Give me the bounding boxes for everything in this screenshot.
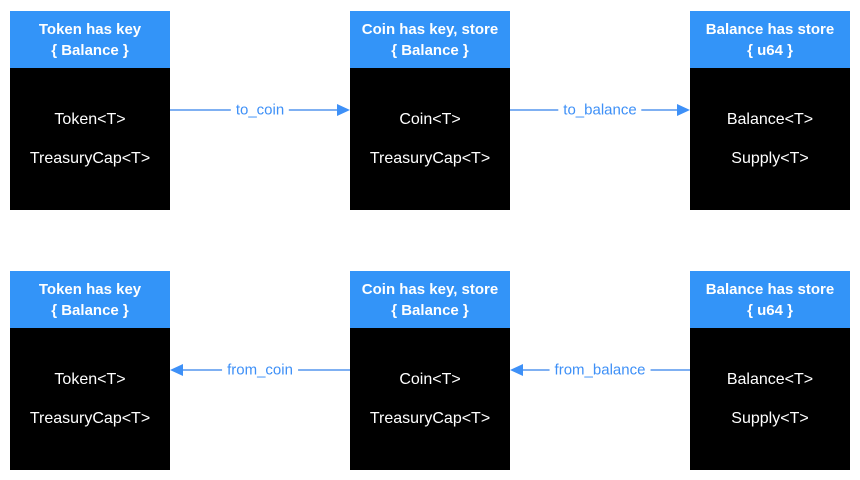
node-title: Coin has key, store bbox=[361, 20, 499, 38]
arrowhead-left-icon bbox=[170, 364, 183, 376]
node-header: Balance has store { u64 } bbox=[690, 11, 850, 68]
arrow-label: to_coin bbox=[230, 101, 290, 119]
node-coin-top[interactable]: Coin has key, store { Balance } Coin<T> … bbox=[350, 11, 510, 210]
node-coin-bottom[interactable]: Coin has key, store { Balance } Coin<T> … bbox=[350, 271, 510, 470]
arrow-from-balance[interactable]: from_balance bbox=[510, 360, 690, 380]
arrowhead-right-icon bbox=[677, 104, 690, 116]
node-body: Balance<T> Supply<T> bbox=[690, 68, 850, 210]
node-subtitle: { Balance } bbox=[51, 301, 129, 319]
node-header: Coin has key, store { Balance } bbox=[350, 271, 510, 328]
node-header: Token has key { Balance } bbox=[10, 271, 170, 328]
arrow-label: from_balance bbox=[549, 361, 651, 379]
node-balance-bottom[interactable]: Balance has store { u64 } Balance<T> Sup… bbox=[690, 271, 850, 470]
node-field: Coin<T> bbox=[399, 111, 461, 128]
node-subtitle: { Balance } bbox=[391, 41, 469, 59]
node-subtitle: { u64 } bbox=[747, 41, 793, 59]
node-balance-top[interactable]: Balance has store { u64 } Balance<T> Sup… bbox=[690, 11, 850, 210]
node-field: Balance<T> bbox=[726, 111, 814, 128]
node-header: Token has key { Balance } bbox=[10, 11, 170, 68]
node-field: TreasuryCap<T> bbox=[369, 410, 491, 427]
node-field: Token<T> bbox=[54, 111, 126, 128]
node-field: Supply<T> bbox=[731, 150, 809, 167]
node-subtitle: { Balance } bbox=[51, 41, 129, 59]
node-title: Coin has key, store bbox=[361, 280, 499, 298]
node-field: TreasuryCap<T> bbox=[29, 150, 151, 167]
node-body: Coin<T> TreasuryCap<T> bbox=[350, 68, 510, 210]
arrowhead-right-icon bbox=[337, 104, 350, 116]
node-field: TreasuryCap<T> bbox=[369, 150, 491, 167]
node-title: Token has key bbox=[38, 280, 142, 298]
node-field: Token<T> bbox=[54, 371, 126, 388]
node-field: Balance<T> bbox=[726, 371, 814, 388]
arrowhead-left-icon bbox=[510, 364, 523, 376]
node-header: Coin has key, store { Balance } bbox=[350, 11, 510, 68]
node-title: Token has key bbox=[38, 20, 142, 38]
node-field: Coin<T> bbox=[399, 371, 461, 388]
arrow-to-balance[interactable]: to_balance bbox=[510, 100, 690, 120]
node-field: Supply<T> bbox=[731, 410, 809, 427]
node-subtitle: { Balance } bbox=[391, 301, 469, 319]
node-body: Coin<T> TreasuryCap<T> bbox=[350, 328, 510, 470]
node-token-bottom[interactable]: Token has key { Balance } Token<T> Treas… bbox=[10, 271, 170, 470]
node-title: Balance has store bbox=[705, 280, 835, 298]
node-body: Token<T> TreasuryCap<T> bbox=[10, 68, 170, 210]
arrow-from-coin[interactable]: from_coin bbox=[170, 360, 350, 380]
arrow-label: from_coin bbox=[222, 361, 298, 379]
node-body: Token<T> TreasuryCap<T> bbox=[10, 328, 170, 470]
node-subtitle: { u64 } bbox=[747, 301, 793, 319]
arrow-to-coin[interactable]: to_coin bbox=[170, 100, 350, 120]
node-title: Balance has store bbox=[705, 20, 835, 38]
node-token-top[interactable]: Token has key { Balance } Token<T> Treas… bbox=[10, 11, 170, 210]
node-body: Balance<T> Supply<T> bbox=[690, 328, 850, 470]
node-header: Balance has store { u64 } bbox=[690, 271, 850, 328]
arrow-label: to_balance bbox=[558, 101, 642, 119]
node-field: TreasuryCap<T> bbox=[29, 410, 151, 427]
